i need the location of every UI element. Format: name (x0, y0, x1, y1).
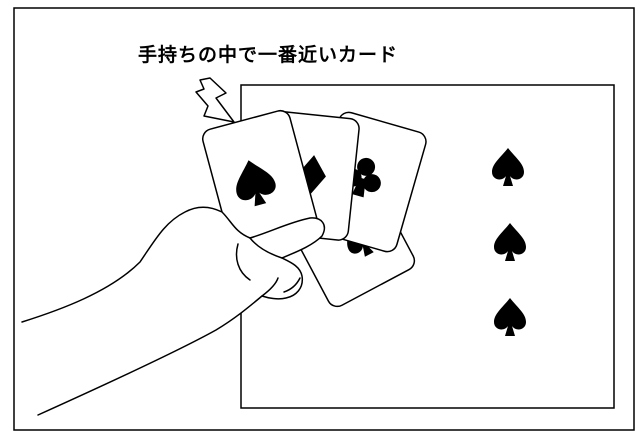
spade-icon (492, 148, 524, 186)
caption-label: 手持ちの中で一番近いカード (138, 44, 399, 66)
outer-frame (13, 7, 635, 431)
hand (21, 206, 326, 416)
spade-icon (236, 160, 276, 207)
spade-icon (494, 223, 526, 261)
arrow-icon (195, 77, 235, 123)
background-card-pips (492, 148, 526, 336)
spade-icon (494, 298, 526, 336)
